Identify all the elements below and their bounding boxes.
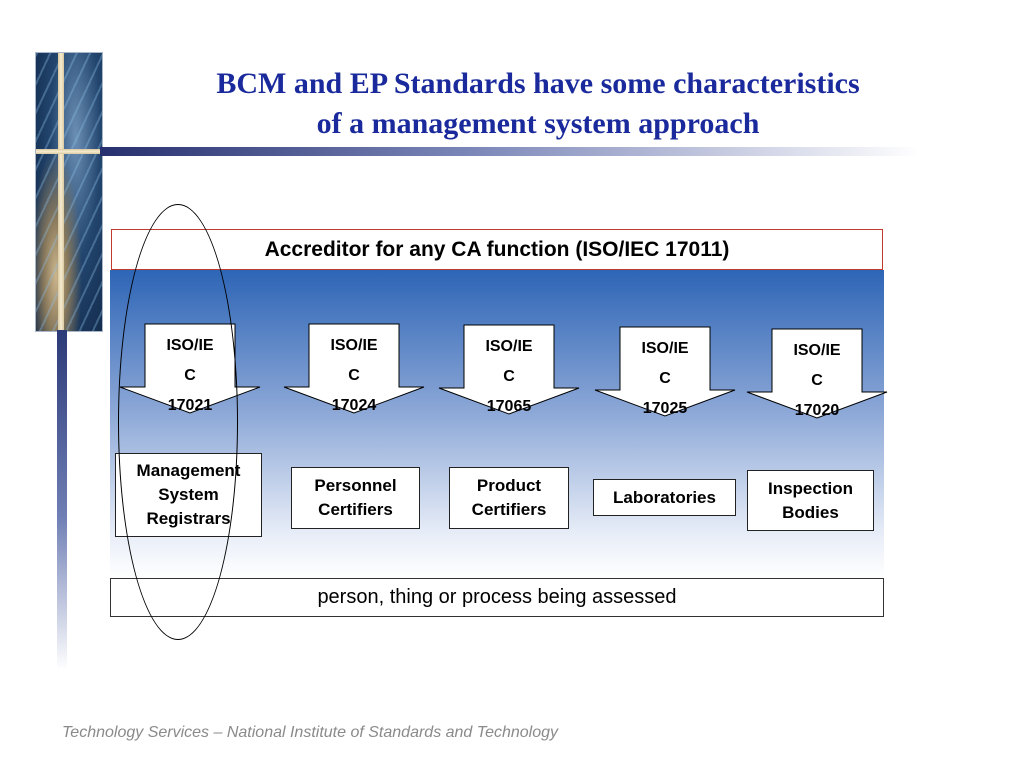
slide-title-line-1: BCM and EP Standards have some character… [216,67,860,100]
standard-line-2: C [811,372,823,389]
standard-line-2: C [503,368,515,385]
standard-line-2: C [348,367,360,384]
accreditor-box: Accreditor for any CA function (ISO/IEC … [111,229,883,270]
decorative-horizontal-bar [100,147,920,156]
slide-title-line-2: of a management system approach [316,107,760,140]
category-line-1: Personnel [314,476,397,495]
down-arrow-icon [119,323,261,414]
standard-line-3: 17021 [167,397,213,414]
assessed-box: person, thing or process being assessed [110,578,884,617]
standard-line-1: ISO/IE [793,342,841,359]
category-line-1: Laboratories [613,487,716,507]
accreditor-label: Accreditor for any CA function (ISO/IEC … [264,237,730,261]
earth-network-image [35,52,103,332]
slide-title: BCM and EP Standards have some character… [120,64,956,144]
down-arrow-icon [438,324,580,415]
standard-line-1: ISO/IE [641,340,689,357]
standard-line-2: C [659,370,671,387]
standard-line-1: ISO/IE [485,338,533,355]
standard-arrow-17065: ISO/IE C 17065 [437,324,581,416]
category-line-1: Product [476,476,542,495]
standard-line-1: ISO/IE [330,337,378,354]
category-management-system-registrars: Management System Registrars [115,453,262,537]
category-laboratories: Laboratories [593,479,736,516]
category-product-certifiers: Product Certifiers [449,467,569,529]
standard-line-3: 17024 [331,397,377,414]
standard-line-3: 17065 [486,398,532,415]
standard-arrow-17021: ISO/IE C 17021 [118,323,262,415]
decorative-vertical-bar [57,330,67,670]
slide-footer: Technology Services – National Institute… [62,724,559,741]
standard-arrow-17024: ISO/IE C 17024 [282,323,426,415]
category-inspection-bodies: Inspection Bodies [747,470,874,531]
category-personnel-certifiers: Personnel Certifiers [291,467,420,529]
standard-line-1: ISO/IE [166,337,214,354]
standard-arrow-17025: ISO/IE C 17025 [593,326,737,418]
photo-cross-vertical [58,53,64,331]
down-arrow-icon [594,326,736,417]
category-line-1: Inspection [767,478,853,498]
assessed-label: person, thing or process being assessed [317,586,677,608]
category-line-2: Certifiers [318,500,393,519]
down-arrow-icon [746,328,888,419]
category-line-1: Management [136,461,241,480]
category-line-2: Certifiers [471,500,547,519]
standard-line-3: 17020 [794,402,840,419]
standard-arrow-17020: ISO/IE C 17020 [745,328,889,420]
standard-line-3: 17025 [642,400,688,417]
category-line-3: Registrars [146,509,231,528]
down-arrow-icon [283,323,425,414]
category-line-2: System [158,485,219,504]
standard-line-2: C [184,367,196,384]
category-line-2: Bodies [782,502,839,522]
photo-cross-horizontal [36,149,102,154]
